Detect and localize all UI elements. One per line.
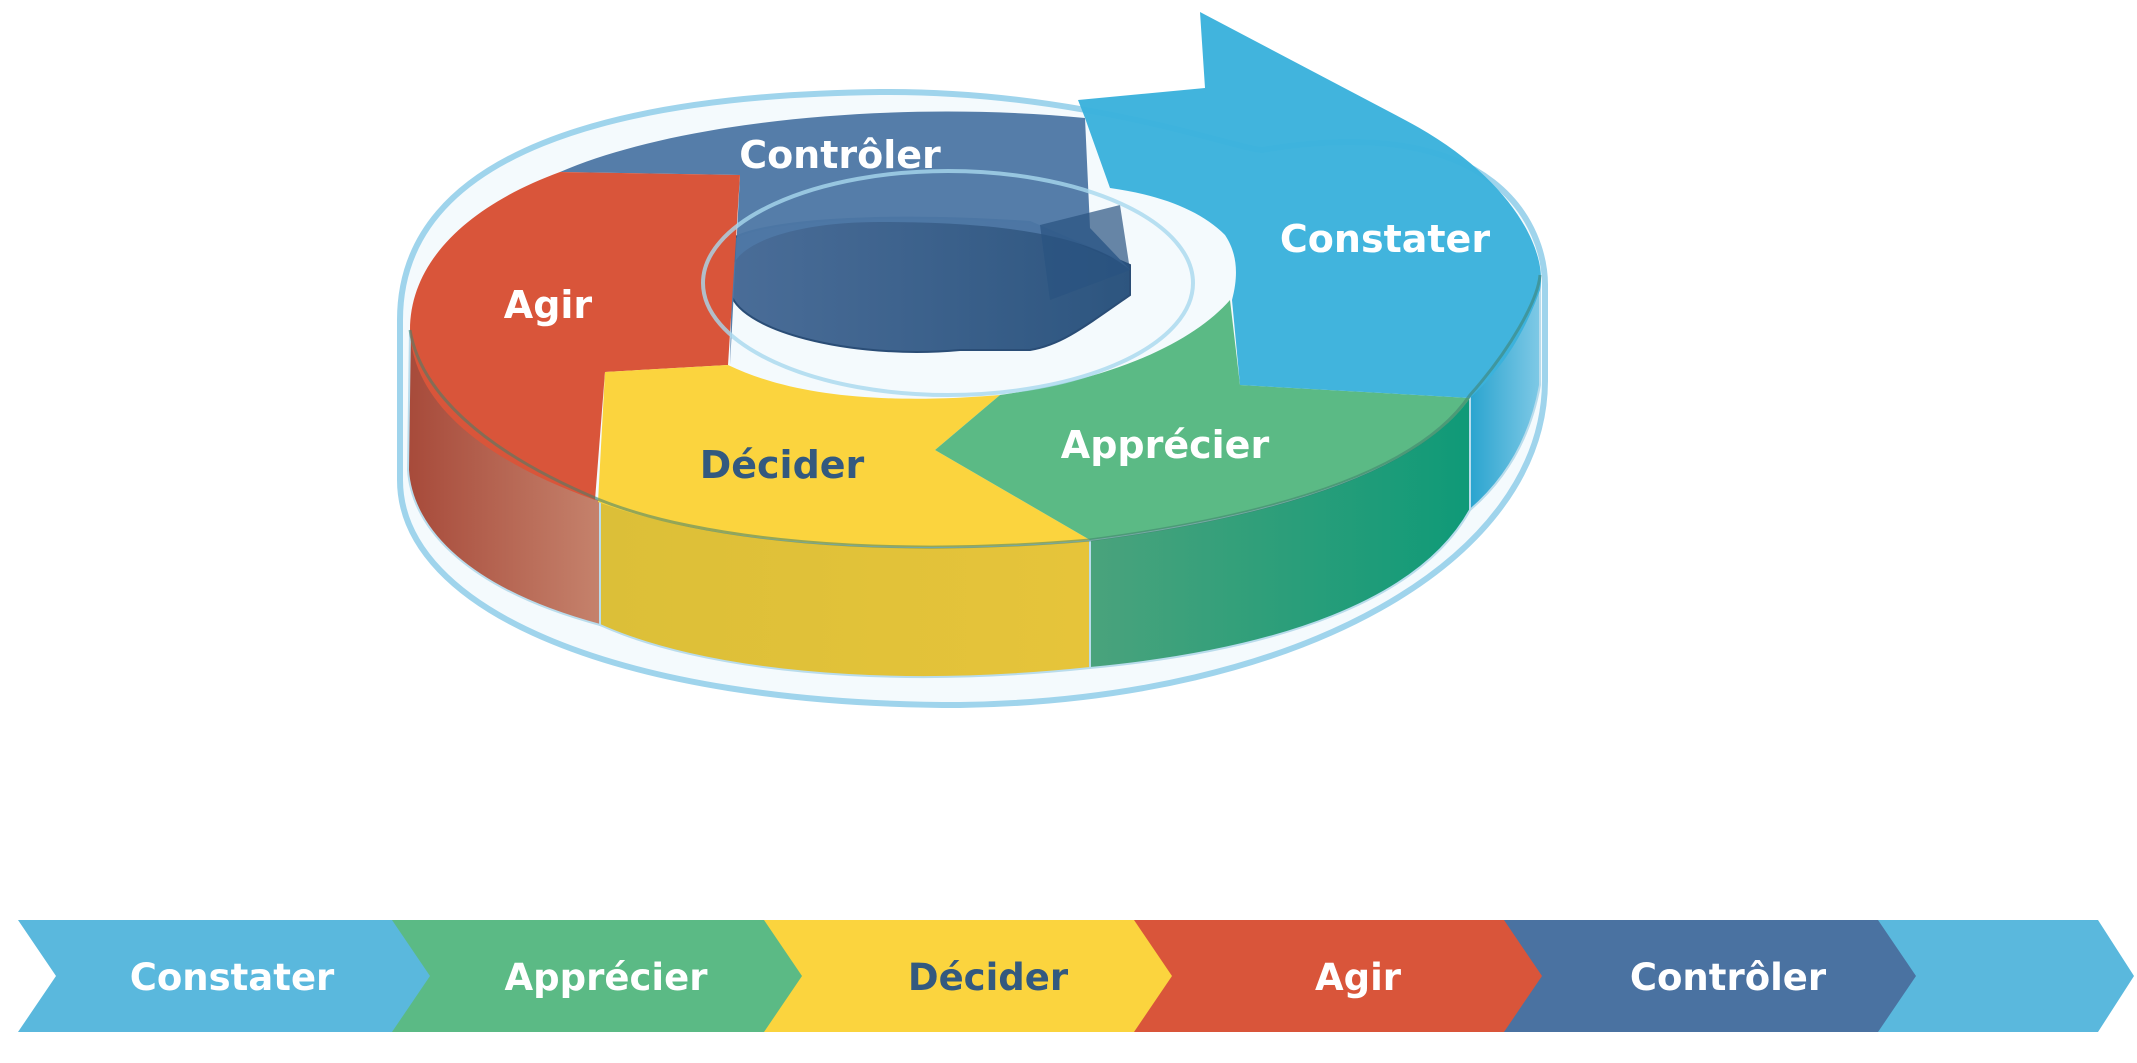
segment-apprecier xyxy=(935,300,1470,540)
segment-constater xyxy=(1078,12,1542,398)
segment-decider xyxy=(598,365,1090,548)
chevron-step-apprecier xyxy=(392,920,808,1032)
chevron-step-agir xyxy=(1134,920,1548,1032)
chevron-trailing-1 xyxy=(1878,920,1994,1032)
chevron-step-decider xyxy=(764,920,1178,1032)
cycle-label-controler: Contrôler xyxy=(739,133,941,177)
cycle-label-constater: Constater xyxy=(1280,217,1490,261)
glass-top-edge xyxy=(408,274,1542,549)
cycle-label-decider: Décider xyxy=(700,443,865,487)
cycle-label-apprecier: Apprécier xyxy=(1061,423,1270,467)
chevron-step-constater xyxy=(18,920,438,1032)
chevron-label-controler: Contrôler xyxy=(1630,956,1827,999)
segment-controler xyxy=(560,111,1130,365)
chevron-label-decider: Décider xyxy=(908,956,1069,999)
chevron-trailing-3 xyxy=(2028,920,2134,1032)
chevron-label-apprecier: Apprécier xyxy=(505,956,709,999)
cycle-label-agir: Agir xyxy=(504,283,593,327)
chevron-label-constater: Constater xyxy=(130,956,335,999)
segment-agir xyxy=(410,172,740,500)
chevron-step-controler xyxy=(1504,920,1918,1032)
chevron-trailing-2 xyxy=(1954,920,2068,1032)
segment-controler-shadow xyxy=(1040,205,1130,300)
glass-inner-rim xyxy=(701,169,1195,397)
chevron-label-agir: Agir xyxy=(1315,956,1402,999)
